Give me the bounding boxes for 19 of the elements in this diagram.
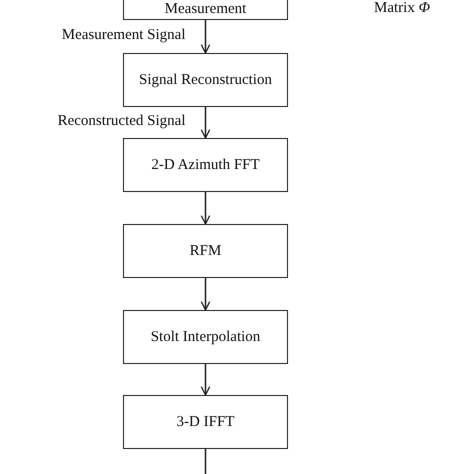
box-label: Measurement [164, 0, 248, 19]
box-label: 2-D Azimuth FFT [150, 156, 261, 175]
box-label: RFM [188, 242, 222, 261]
edge-label: Reconstructed Signal [56, 112, 188, 130]
arrow [200, 107, 210, 139]
process-box [123, 0, 288, 20]
box-label: Stolt Interpolation [150, 328, 262, 347]
process-box [123, 53, 288, 107]
process-box [123, 224, 288, 278]
arrow [200, 364, 210, 396]
process-box [123, 310, 288, 364]
arrow [200, 278, 210, 311]
process-box [123, 138, 288, 192]
box-label: 3-D IFFT [176, 412, 236, 432]
arrow [200, 192, 210, 225]
process-box [123, 395, 288, 449]
arrow [200, 20, 210, 54]
box-label: Signal Reconstruction [138, 70, 273, 90]
edge-label: Measurement Signal [60, 26, 188, 44]
